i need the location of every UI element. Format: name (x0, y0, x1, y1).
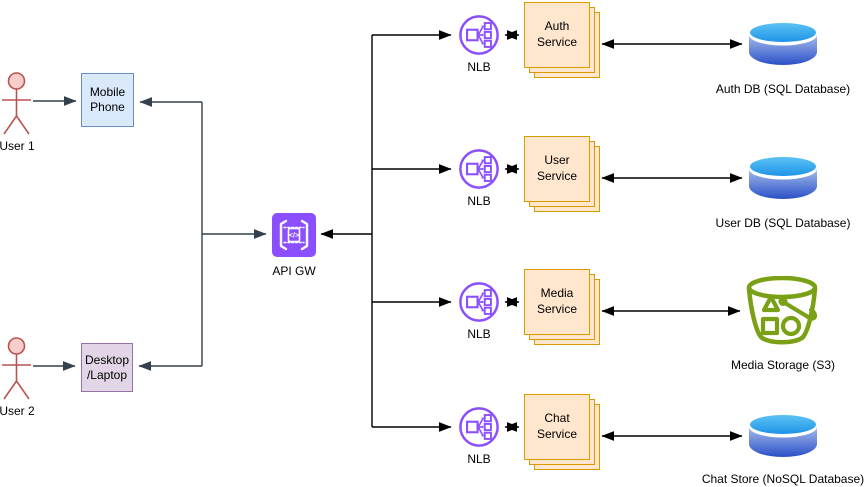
nlb-icon (459, 15, 499, 55)
user1-label: User 1 (0, 139, 35, 153)
nlb2-label: NLB (467, 194, 491, 208)
auth-db-cylinder-icon (749, 23, 817, 65)
auth-service-box: Auth Service (524, 2, 590, 68)
user1-actor-icon (2, 72, 31, 135)
auth-service-node: Auth Service (524, 2, 600, 78)
user-db-label: User DB (SQL Database) (715, 216, 851, 230)
media-service-box: Media Service (524, 269, 590, 335)
user-service-node: User Service (524, 136, 600, 212)
s3-bucket-icon (746, 276, 818, 345)
user2-label: User 2 (0, 404, 35, 418)
nlb4-label: NLB (467, 452, 491, 466)
desktop-laptop-node: Desktop /Laptop (81, 343, 133, 392)
api-gateway-icon: </> (272, 213, 316, 257)
chat-service-box: Chat Service (524, 394, 590, 460)
nlb1-label: NLB (467, 60, 491, 74)
chat-service-label: Chat Service (536, 411, 577, 441)
client-edges (33, 96, 267, 371)
media-service-label: Media Service (536, 286, 577, 316)
nlb-icon (459, 149, 499, 189)
svg-text:</>: </> (289, 233, 299, 240)
chat-store-cylinder-icon (749, 415, 817, 457)
service-edges (320, 30, 743, 441)
user2-actor-icon (2, 337, 31, 400)
nlb-icon (459, 282, 499, 322)
media-storage-label: Media Storage (S3) (730, 358, 836, 372)
chat-store-label: Chat Store (NoSQL Database) (701, 472, 865, 486)
nlb-icon (459, 407, 499, 447)
auth-db-label: Auth DB (SQL Database) (715, 82, 851, 96)
mobile-phone-label: Mobile Phone (89, 85, 126, 114)
nlb3-label: NLB (467, 327, 491, 341)
chat-service-node: Chat Service (524, 394, 600, 470)
user-db-cylinder-icon (749, 157, 817, 199)
user-service-label: User Service (536, 153, 577, 183)
mobile-phone-node: Mobile Phone (81, 73, 134, 127)
user-service-box: User Service (524, 136, 590, 202)
media-service-node: Media Service (524, 269, 600, 345)
api-gateway-label: API GW (272, 264, 316, 278)
desktop-laptop-label: Desktop /Laptop (84, 352, 130, 382)
auth-service-label: Auth Service (536, 19, 577, 49)
